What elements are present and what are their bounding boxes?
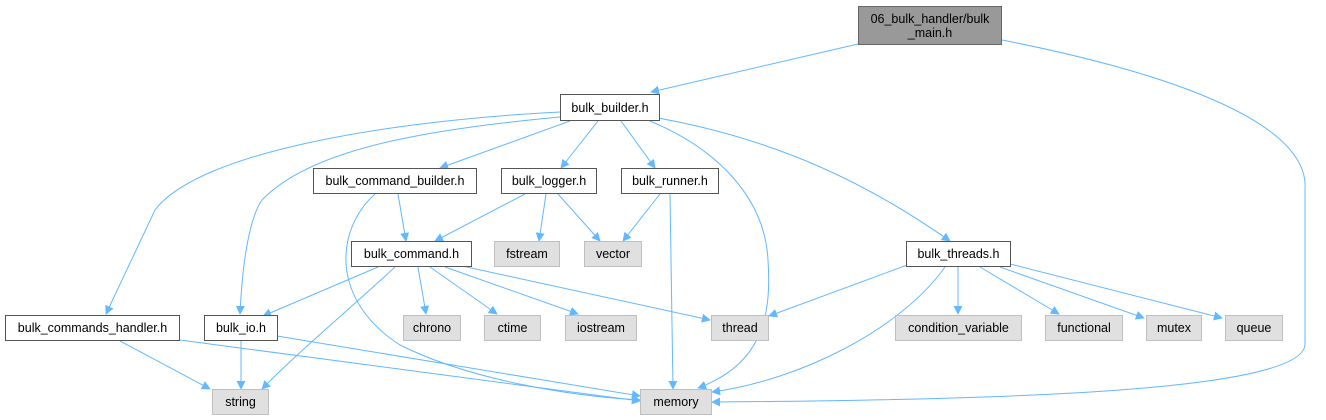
node-chrono: chrono: [403, 315, 461, 341]
node-bulk-main-h[interactable]: 06_bulk_handler/bulk _main.h: [858, 6, 1002, 45]
node-label: thread: [722, 321, 758, 335]
node-label: bulk_io.h: [215, 321, 267, 335]
node-fstream: fstream: [494, 241, 560, 267]
edge-bulk-commands-handler-to-memory: [179, 339, 641, 405]
edge-bulk-builder-to-bulk-threads: [657, 117, 951, 242]
edge-bulk-logger-to-fstream: [535, 193, 547, 242]
edge-bulk-io-to-memory: [276, 335, 641, 400]
node-label: bulk_threads.h: [917, 247, 1000, 261]
node-label: fstream: [506, 247, 548, 261]
node-label: 06_bulk_handler/bulk _main.h: [870, 11, 990, 40]
node-label: bulk_runner.h: [632, 174, 708, 188]
node-label: functional: [1057, 321, 1111, 335]
edge-layer: [105, 39, 1306, 407]
node-label: bulk_logger.h: [511, 174, 587, 188]
edge-root-to-memory: [711, 39, 1306, 407]
edge-bulk-command-to-ctime: [429, 266, 498, 315]
edge-bulk-threads-to-queue: [1009, 263, 1223, 321]
node-label: iostream: [577, 321, 625, 335]
node-thread: thread: [711, 315, 769, 341]
node-label: bulk_commands_handler.h: [17, 321, 168, 335]
node-bulk-runner-h[interactable]: bulk_runner.h: [621, 168, 719, 194]
edge-bulk-command-to-thread: [461, 265, 711, 323]
node-string: string: [212, 389, 269, 415]
node-bulk-threads-h[interactable]: bulk_threads.h: [906, 241, 1011, 267]
edge-bulk-builder-to-bulk-command-builder: [439, 120, 571, 170]
edge-bulk-command-builder-to-bulk-command: [397, 193, 410, 242]
node-bulk-command-h[interactable]: bulk_command.h: [351, 241, 472, 267]
edge-bulk-builder-to-bulk-io: [235, 116, 561, 315]
node-ctime: ctime: [484, 315, 541, 341]
node-label: queue: [1236, 321, 1272, 335]
edge-bulk-commands-handler-to-string: [119, 340, 211, 390]
edge-bulk-logger-to-bulk-command: [434, 193, 526, 242]
edge-bulk-logger-to-vector: [557, 193, 601, 242]
edge-bulk-command-builder-to-memory: [345, 193, 641, 405]
edge-bulk-runner-to-vector: [622, 193, 661, 242]
edge-bulk-builder-to-memory: [649, 120, 770, 390]
node-bulk-logger-h[interactable]: bulk_logger.h: [501, 168, 597, 194]
node-bulk-io-h[interactable]: bulk_io.h: [204, 315, 278, 341]
node-bulk-builder-h[interactable]: bulk_builder.h: [560, 94, 660, 121]
edge-bulk-command-to-string: [261, 266, 396, 390]
node-bulk-command-builder-h[interactable]: bulk_command_builder.h: [313, 168, 477, 194]
node-label: string: [225, 395, 256, 409]
node-label: bulk_builder.h: [571, 100, 649, 115]
edge-bulk-builder-to-bulk-logger: [560, 120, 599, 169]
edge-bulk-command-to-bulk-io: [262, 266, 379, 317]
node-label: mutex: [1156, 321, 1192, 335]
node-condition-variable: condition_variable: [895, 315, 1022, 341]
node-label: bulk_command_builder.h: [325, 174, 465, 188]
node-iostream: iostream: [565, 315, 637, 341]
node-mutex: mutex: [1146, 315, 1202, 341]
edge-bulk-threads-to-mutex: [999, 266, 1145, 320]
edge-bulk-builder-to-bulk-commands-handler: [105, 111, 561, 315]
node-vector: vector: [584, 241, 642, 267]
edge-bulk-threads-to-memory: [711, 266, 946, 396]
node-label: chrono: [412, 321, 452, 335]
edge-bulk-runner-to-memory: [668, 193, 678, 390]
edge-bulk-builder-to-bulk-runner: [620, 120, 656, 169]
edge-bulk-threads-to-thread: [768, 263, 911, 318]
edge-bulk-command-to-iostream: [444, 266, 579, 316]
edge-root-to-bulk-builder: [650, 43, 859, 95]
node-label: ctime: [497, 321, 528, 335]
node-label: bulk_command.h: [363, 247, 460, 261]
node-functional: functional: [1045, 315, 1123, 341]
node-bulk-commands-handler-h[interactable]: bulk_commands_handler.h: [5, 315, 180, 341]
node-memory: memory: [640, 389, 712, 415]
node-label: vector: [595, 247, 631, 261]
node-label: memory: [653, 395, 699, 409]
node-label: condition_variable: [908, 321, 1009, 335]
edge-bulk-threads-to-functional: [979, 266, 1060, 315]
node-queue: queue: [1225, 315, 1283, 341]
edge-bulk-command-to-chrono: [417, 266, 430, 315]
